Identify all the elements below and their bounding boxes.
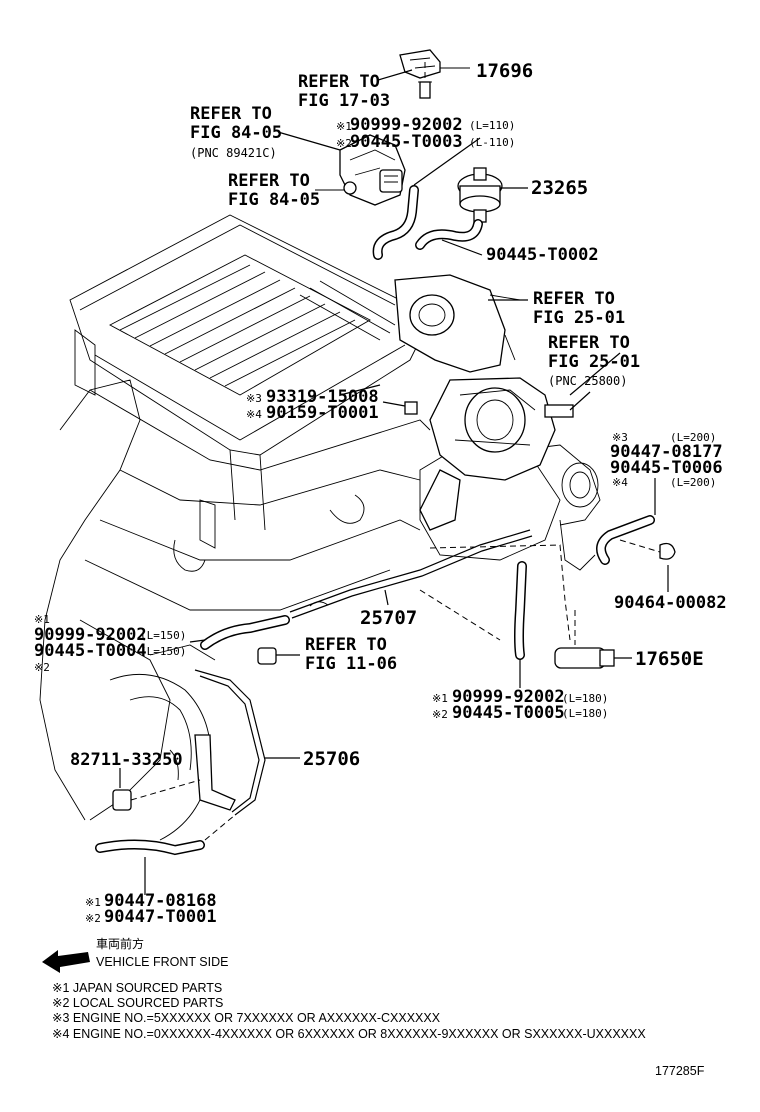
mark-bolt-4: ※4 [246,408,262,421]
label-refer-fig-84-05-a: REFER TO [190,104,272,124]
egr-valve-25800 [419,377,591,531]
sensor-17650E [554,610,632,669]
label-mid-1: 90999-92002 [452,687,565,707]
bracket-17696 [399,49,470,79]
label-right-4: 90445-T0006 [610,458,723,478]
label-90464-00082: 90464-00082 [614,593,727,613]
label-refer-fig-25-01-b: FIG 25-01 [533,308,625,328]
label-bolt-3: 93319-15008 [266,387,379,407]
label-17650E: 17650E [635,648,704,670]
label-82711-33250: 82711-33250 [70,750,183,770]
mark-left-2: ※2 [34,661,50,674]
len-right-4: (L=200) [670,476,716,489]
mark-hose-top-2: ※2 [336,137,352,150]
label-pnc-25800: (PNC 25800) [548,374,627,388]
label-25707: 25707 [360,607,417,629]
label-refer-fig-84-05-2a: REFER TO [228,171,310,191]
legend-note-1: ※1 JAPAN SOURCED PARTS [52,981,222,995]
label-25706: 25706 [303,748,360,770]
mark-left-1: ※1 [34,613,50,626]
hose-mid-90445-T0005 [514,561,527,688]
label-bot-1: 90447-08168 [104,891,217,911]
label-refer-fig-17-03-b: FIG 17-03 [298,91,390,111]
len-right-3: (L=200) [670,431,716,444]
label-bot-2: 90447-T0001 [104,907,217,927]
len-mid-1: (L=180) [562,692,608,705]
clamp-90464-00082 [619,539,676,592]
pipe-25707 [289,529,533,619]
label-refer-fig-25-01-2a: REFER TO [548,333,630,353]
callout-labels: 17696 REFER TO FIG 17-03 REFER TO FIG 84… [34,60,727,927]
label-17696: 17696 [476,60,533,82]
hose-right-90445-T0006 [596,478,656,565]
bolt-top [418,62,432,99]
bolt-90159 [382,401,418,415]
clip-82711-33250 [112,768,201,811]
label-refer-fig-84-05-b: FIG 84-05 [190,123,282,143]
mark-bot-1: ※1 [85,896,101,909]
label-90445-T0002: 90445-T0002 [486,245,599,265]
pipe-25706 [194,669,300,816]
label-refer-fig-84-05-2b: FIG 84-05 [228,190,320,210]
legend: 車両前方 VEHICLE FRONT SIDE ※1 JAPAN SOURCED… [42,936,705,1078]
legend-front-en: VEHICLE FRONT SIDE [96,955,228,969]
engine-block-illustration [39,214,601,841]
mark-hose-top-1: ※1 [336,120,352,133]
label-bolt-4: 90159-T0001 [266,403,379,423]
label-left-1: 90999-92002 [34,625,147,645]
len-mid-2: (L=180) [562,707,608,720]
mark-bolt-3: ※3 [246,392,262,405]
front-direction-arrow-icon [42,950,90,973]
label-refer-fig-25-01-2b: FIG 25-01 [548,352,640,372]
legend-note-3: ※3 ENGINE NO.=5XXXXXX OR 7XXXXXX OR AXXX… [52,1011,441,1025]
filter-23265 [457,167,528,223]
bolt-84-05 [315,181,357,195]
label-left-2: 90445-T0004 [34,641,147,661]
label-right-3: 90447-08177 [610,442,723,462]
valve-11-06 [257,647,300,665]
len-left-2: (L=150) [140,645,186,658]
len-left-1: (L=150) [140,629,186,642]
mark-bot-2: ※2 [85,912,101,925]
legend-front-jp: 車両前方 [96,936,144,951]
label-hose-top-1: 90999-92002 [350,115,463,135]
len-hose-top-2: (L-110) [469,136,515,149]
hose-left-90445-T0004 [189,615,290,650]
len-hose-top-1: (L=110) [469,119,515,132]
hose-top-left [372,185,419,260]
hose-90445-T0002 [415,219,483,256]
legend-note-2: ※2 LOCAL SOURCED PARTS [52,996,223,1010]
mark-right-3: ※3 [612,431,628,444]
label-23265: 23265 [531,177,588,199]
label-refer-fig-25-01-a: REFER TO [533,289,615,309]
label-mid-2: 90445-T0005 [452,703,565,723]
label-refer-fig-11-06-b: FIG 11-06 [305,654,397,674]
figure-code: 177285F [655,1064,705,1078]
intake-connector-25-01 [394,274,528,373]
label-refer-fig-17-03-a: REFER TO [298,72,380,92]
mark-mid-2: ※2 [432,708,448,721]
hose-bottom-90447 [95,814,236,895]
label-refer-fig-11-06-a: REFER TO [305,635,387,655]
label-pnc-89421c: (PNC 89421C) [190,146,277,160]
label-hose-top-2: 90445-T0003 [350,132,463,152]
mark-right-4: ※4 [612,476,628,489]
mark-mid-1: ※1 [432,692,448,705]
legend-note-4: ※4 ENGINE NO.=0XXXXXX-4XXXXXX OR 6XXXXXX… [52,1027,646,1041]
